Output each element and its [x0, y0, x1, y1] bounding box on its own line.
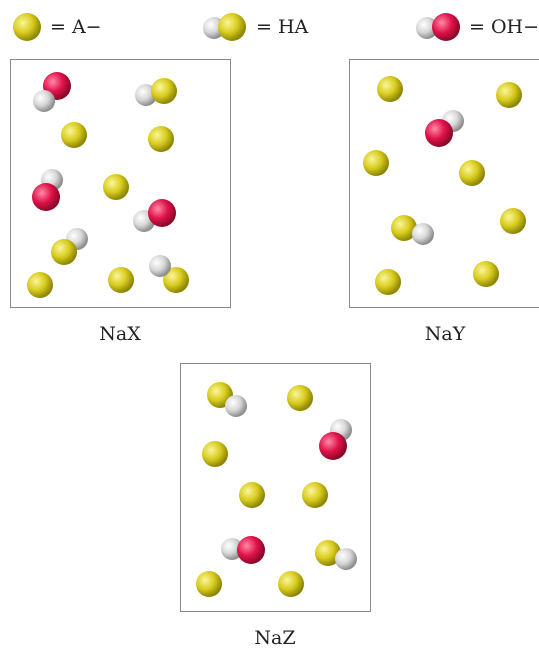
acid-molecule — [51, 228, 88, 265]
legend-anion-label: = A− — [50, 16, 102, 38]
anion — [500, 208, 526, 234]
anion — [108, 267, 134, 293]
hydroxide-ion — [425, 110, 464, 147]
anion — [377, 76, 403, 102]
panel-label-nax: NaX — [99, 323, 141, 345]
naz-particles — [196, 382, 357, 597]
panel-nay — [349, 59, 539, 308]
anion — [103, 174, 129, 200]
anion — [473, 261, 499, 287]
legend-hydroxide-label: = OH− — [469, 16, 539, 38]
anion — [239, 482, 265, 508]
hydroxide-ion — [319, 419, 352, 460]
legend-anion: = A− — [10, 10, 102, 44]
hydroxide-ion — [133, 199, 176, 232]
anion — [202, 441, 228, 467]
acid-molecule — [149, 255, 189, 293]
acid-molecule — [135, 78, 177, 106]
acid-molecule — [391, 215, 434, 245]
acid-molecule — [207, 382, 247, 417]
anion — [302, 482, 328, 508]
legend-hydroxide: = OH− — [413, 10, 539, 44]
acid-molecule-icon — [203, 13, 246, 41]
nay-particles — [363, 76, 526, 295]
hydroxide-molecule-icon — [416, 13, 460, 41]
panel-naz — [180, 363, 371, 612]
panel-nax — [10, 59, 231, 308]
panel-label-nay: NaY — [424, 323, 466, 345]
anion — [363, 150, 389, 176]
hydroxide-ion — [221, 536, 265, 564]
hydroxide-ion — [32, 169, 63, 211]
nax-particles — [27, 72, 189, 298]
legend-acid-label: = HA — [256, 16, 309, 38]
anion — [196, 571, 222, 597]
anion — [278, 571, 304, 597]
anion — [375, 269, 401, 295]
anion — [27, 272, 53, 298]
legend-acid: = HA — [200, 10, 308, 44]
anion — [496, 82, 522, 108]
anion — [459, 160, 485, 186]
panel-label-naz: NaZ — [254, 627, 296, 649]
anion-sphere-icon — [13, 13, 41, 41]
acid-molecule — [315, 540, 357, 570]
anion — [287, 385, 313, 411]
hydroxide-ion — [33, 72, 71, 112]
anion — [61, 122, 87, 148]
anion — [148, 126, 174, 152]
